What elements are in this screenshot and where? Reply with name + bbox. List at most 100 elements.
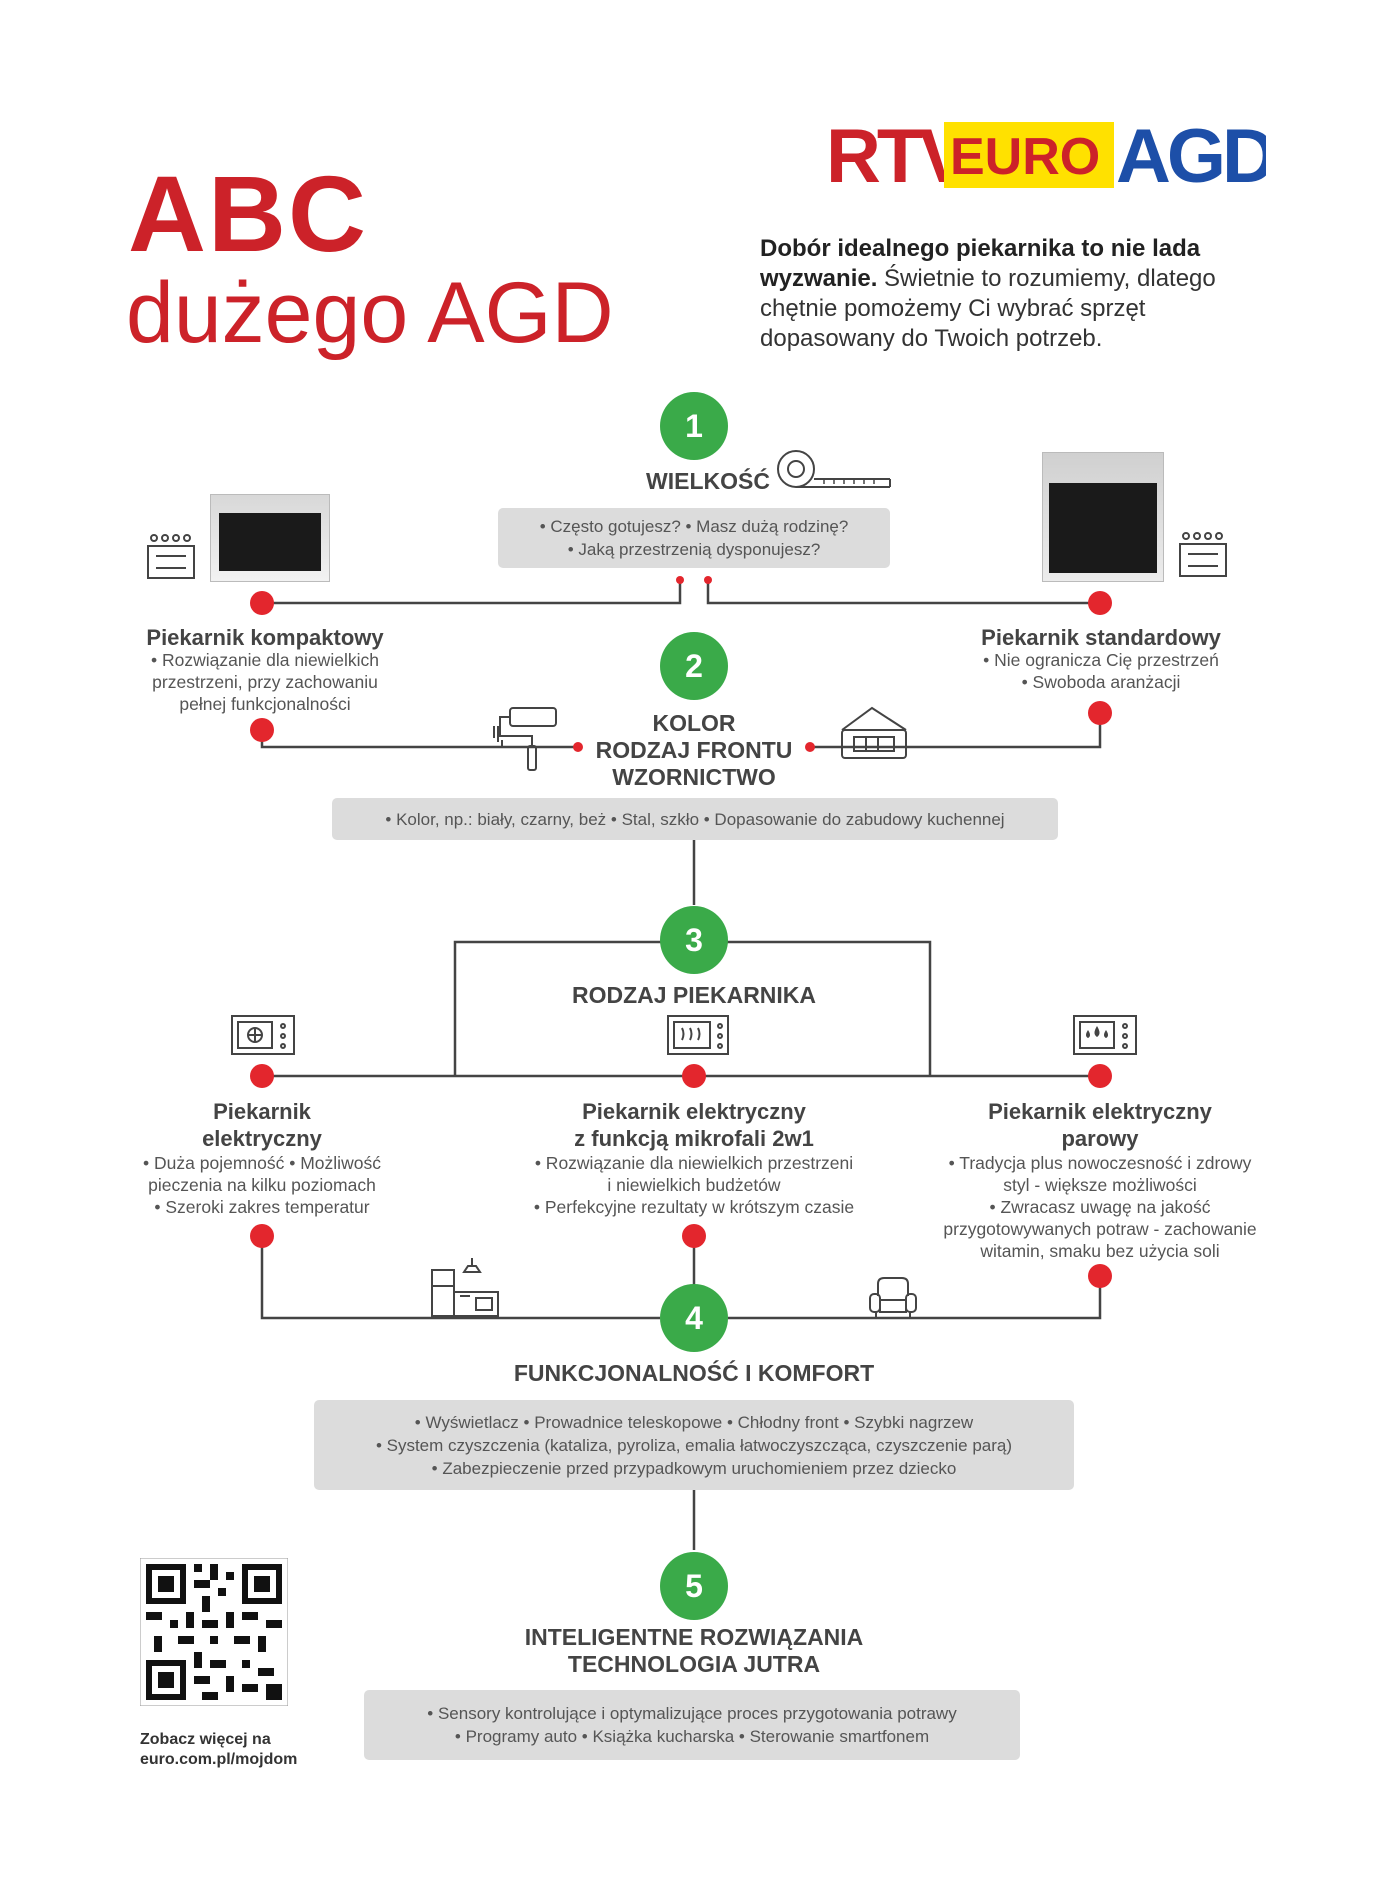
type-microwave-name: Piekarnik elektryczny z funkcją mikrofal… bbox=[504, 1098, 884, 1152]
dot-type-steam bbox=[1088, 1064, 1112, 1088]
step-5-title: INTELIGENTNE ROZWIĄZANIA TECHNOLOGIA JUT… bbox=[444, 1624, 944, 1678]
type-microwave-desc: • Rozwiązanie dla niewielkich przestrzen… bbox=[504, 1152, 884, 1218]
step-3-badge: 3 bbox=[660, 906, 728, 974]
dot-type-electric bbox=[250, 1064, 274, 1088]
dot-standard-desc bbox=[1088, 701, 1112, 725]
step-4-badge: 4 bbox=[660, 1284, 728, 1352]
step-5-box-line: • Programy auto • Książka kucharska • St… bbox=[454, 1727, 930, 1746]
type-microwave-desc-line: i niewielkich budżetów bbox=[607, 1175, 781, 1195]
microwave-oven-icon bbox=[667, 1015, 729, 1055]
type-microwave-name-line: z funkcją mikrofali 2w1 bbox=[574, 1126, 814, 1151]
type-steam-desc-line: przygotowywanych potraw - zachowanie bbox=[943, 1219, 1257, 1239]
dot-microwave-desc bbox=[682, 1224, 706, 1248]
step-1-box-line: • Często gotujesz? • Masz dużą rodzinę? bbox=[539, 517, 849, 536]
step-4-box-line: • Wyświetlacz • Prowadnice teleskopowe •… bbox=[414, 1412, 974, 1432]
step-3-title: RODZAJ PIEKARNIKA bbox=[571, 982, 817, 1008]
type-steam-name-line: parowy bbox=[1061, 1126, 1139, 1151]
type-microwave-desc-line: • Rozwiązanie dla niewielkich przestrzen… bbox=[534, 1153, 854, 1173]
type-electric-name: Piekarnik elektryczny bbox=[112, 1098, 412, 1152]
intro-rest: Świetnie to rozumiemy, dlatego chętnie p… bbox=[760, 265, 1216, 352]
qr-code-icon[interactable] bbox=[140, 1558, 288, 1706]
paint-roller-icon bbox=[493, 707, 557, 771]
type-microwave-desc-line: • Perfekcyjne rezultaty w krótszym czasi… bbox=[533, 1197, 855, 1217]
qr-caption-link[interactable]: euro.com.pl/mojdom bbox=[140, 1751, 298, 1768]
step-5-box: • Sensory kontrolujące i optymalizujące … bbox=[364, 1690, 1020, 1760]
step-5-title-line: INTELIGENTNE ROZWIĄZANIA bbox=[524, 1624, 864, 1650]
type-steam-name: Piekarnik elektryczny parowy bbox=[920, 1098, 1280, 1152]
step-4-box: • Wyświetlacz • Prowadnice teleskopowe •… bbox=[314, 1400, 1074, 1490]
step-5-box-line: • Sensory kontrolujące i optymalizujące … bbox=[427, 1704, 957, 1723]
step-1-box: • Często gotujesz? • Masz dużą rodzinę? … bbox=[498, 508, 890, 568]
step-2-title: KOLOR RODZAJ FRONTU WZORNICTWO bbox=[574, 710, 814, 791]
type-electric-desc-line: • Szeroki zakres temperatur bbox=[154, 1197, 370, 1217]
standard-oven-desc-line: • Swoboda aranżacji bbox=[1021, 672, 1181, 692]
step-4-title: FUNKCJONALNOŚĆ I KOMFORT bbox=[513, 1360, 875, 1386]
compact-oven-desc-line: pełnej funkcjonalności bbox=[179, 694, 351, 714]
page-title-abc: ABC bbox=[128, 153, 368, 274]
fan-oven-icon bbox=[231, 1015, 295, 1055]
measuring-tape-icon bbox=[777, 450, 891, 488]
type-electric-desc: • Duża pojemność • Możliwość pieczenia n… bbox=[112, 1152, 412, 1218]
compact-oven-icon bbox=[147, 534, 195, 579]
connector-step1-left bbox=[262, 578, 682, 605]
type-steam-desc: • Tradycja plus nowoczesność i zdrowy st… bbox=[910, 1152, 1290, 1262]
compact-oven-photo bbox=[210, 494, 330, 582]
step-2-title-line: KOLOR bbox=[652, 710, 736, 736]
step-1-box-line: • Jaką przestrzenią dysponujesz? bbox=[567, 540, 821, 559]
connector-step1-right bbox=[706, 578, 1100, 605]
step-4-box-line: • System czyszczenia (kataliza, pyroliza… bbox=[375, 1435, 1013, 1455]
step-2-title-line: RODZAJ FRONTU bbox=[595, 737, 793, 763]
oven-front-icon bbox=[841, 706, 907, 759]
steam-oven-icon bbox=[1073, 1015, 1137, 1055]
armchair-icon bbox=[869, 1277, 917, 1318]
type-electric-name-line: elektryczny bbox=[202, 1126, 322, 1151]
qr-caption-line: Zobacz więcej na bbox=[140, 1731, 271, 1748]
type-electric-desc-line: pieczenia na kilku poziomach bbox=[148, 1175, 376, 1195]
dot-type-microwave bbox=[682, 1064, 706, 1088]
dot-standard bbox=[1088, 591, 1112, 615]
standard-oven-icon bbox=[1179, 532, 1227, 577]
type-microwave-name-line: Piekarnik elektryczny bbox=[582, 1099, 806, 1124]
type-steam-desc-line: • Zwracasz uwagę na jakość bbox=[989, 1197, 1211, 1217]
step-5-badge: 5 bbox=[660, 1552, 728, 1620]
step-2-box-line: • Kolor, np.: biały, czarny, beż • Stal,… bbox=[385, 809, 1005, 829]
step-1-badge: 1 bbox=[660, 392, 728, 460]
page-title-agd: dużego AGD bbox=[126, 265, 614, 361]
logo-euro: EURO bbox=[950, 128, 1100, 186]
rtv-euro-agd-logo: RTV EURO AGD bbox=[826, 114, 1266, 198]
step-4-box-line: • Zabezpieczenie przed przypadkowym uruc… bbox=[431, 1458, 957, 1478]
compact-oven-desc-line: przestrzeni, przy zachowaniu bbox=[152, 672, 378, 692]
step-5-title-line: TECHNOLOGIA JUTRA bbox=[567, 1651, 821, 1677]
step-2-box: • Kolor, np.: biały, czarny, beż • Stal,… bbox=[332, 798, 1058, 840]
type-electric-desc-line: • Duża pojemność • Możliwość bbox=[143, 1153, 381, 1173]
step-2-title-line: WZORNICTWO bbox=[612, 764, 776, 790]
standard-oven-door bbox=[1049, 483, 1157, 573]
kitchen-icon bbox=[431, 1258, 499, 1317]
step-2-badge: 2 bbox=[660, 632, 728, 700]
compact-oven-desc-line: • Rozwiązanie dla niewielkich bbox=[151, 650, 379, 670]
type-steam-desc-line: witamin, smaku bez użycia soli bbox=[980, 1241, 1220, 1261]
dot-step1-right bbox=[704, 576, 712, 584]
dot-compact-desc bbox=[250, 718, 274, 742]
type-steam-name-line: Piekarnik elektryczny bbox=[988, 1099, 1212, 1124]
dot-roller bbox=[573, 742, 583, 752]
compact-oven-door bbox=[219, 513, 321, 571]
standard-oven-name: Piekarnik standardowy bbox=[981, 625, 1221, 650]
dot-compact bbox=[250, 591, 274, 615]
standard-oven-desc: • Nie ogranicza Cię przestrzeń • Swoboda… bbox=[956, 649, 1246, 693]
step-1-title: WIELKOŚĆ bbox=[646, 468, 770, 494]
intro-text: Dobór idealnego piekarnika to nie lada w… bbox=[760, 234, 1280, 354]
type-steam-desc-line: styl - większe możliwości bbox=[1003, 1175, 1197, 1195]
type-steam-desc-line: • Tradycja plus nowoczesność i zdrowy bbox=[948, 1153, 1252, 1173]
dot-front bbox=[805, 742, 815, 752]
type-electric-name-line: Piekarnik bbox=[213, 1099, 311, 1124]
dot-steam-desc bbox=[1088, 1264, 1112, 1288]
standard-oven-photo bbox=[1042, 452, 1164, 582]
qr-caption: Zobacz więcej na euro.com.pl/mojdom bbox=[140, 1730, 297, 1770]
standard-oven-desc-line: • Nie ogranicza Cię przestrzeń bbox=[983, 650, 1219, 670]
logo-euro-bg bbox=[944, 122, 1114, 188]
compact-oven-desc: • Rozwiązanie dla niewielkich przestrzen… bbox=[120, 649, 410, 715]
logo-agd: AGD bbox=[1116, 114, 1266, 198]
compact-oven-name: Piekarnik kompaktowy bbox=[146, 625, 384, 650]
connector-step4-right bbox=[728, 1276, 1102, 1320]
